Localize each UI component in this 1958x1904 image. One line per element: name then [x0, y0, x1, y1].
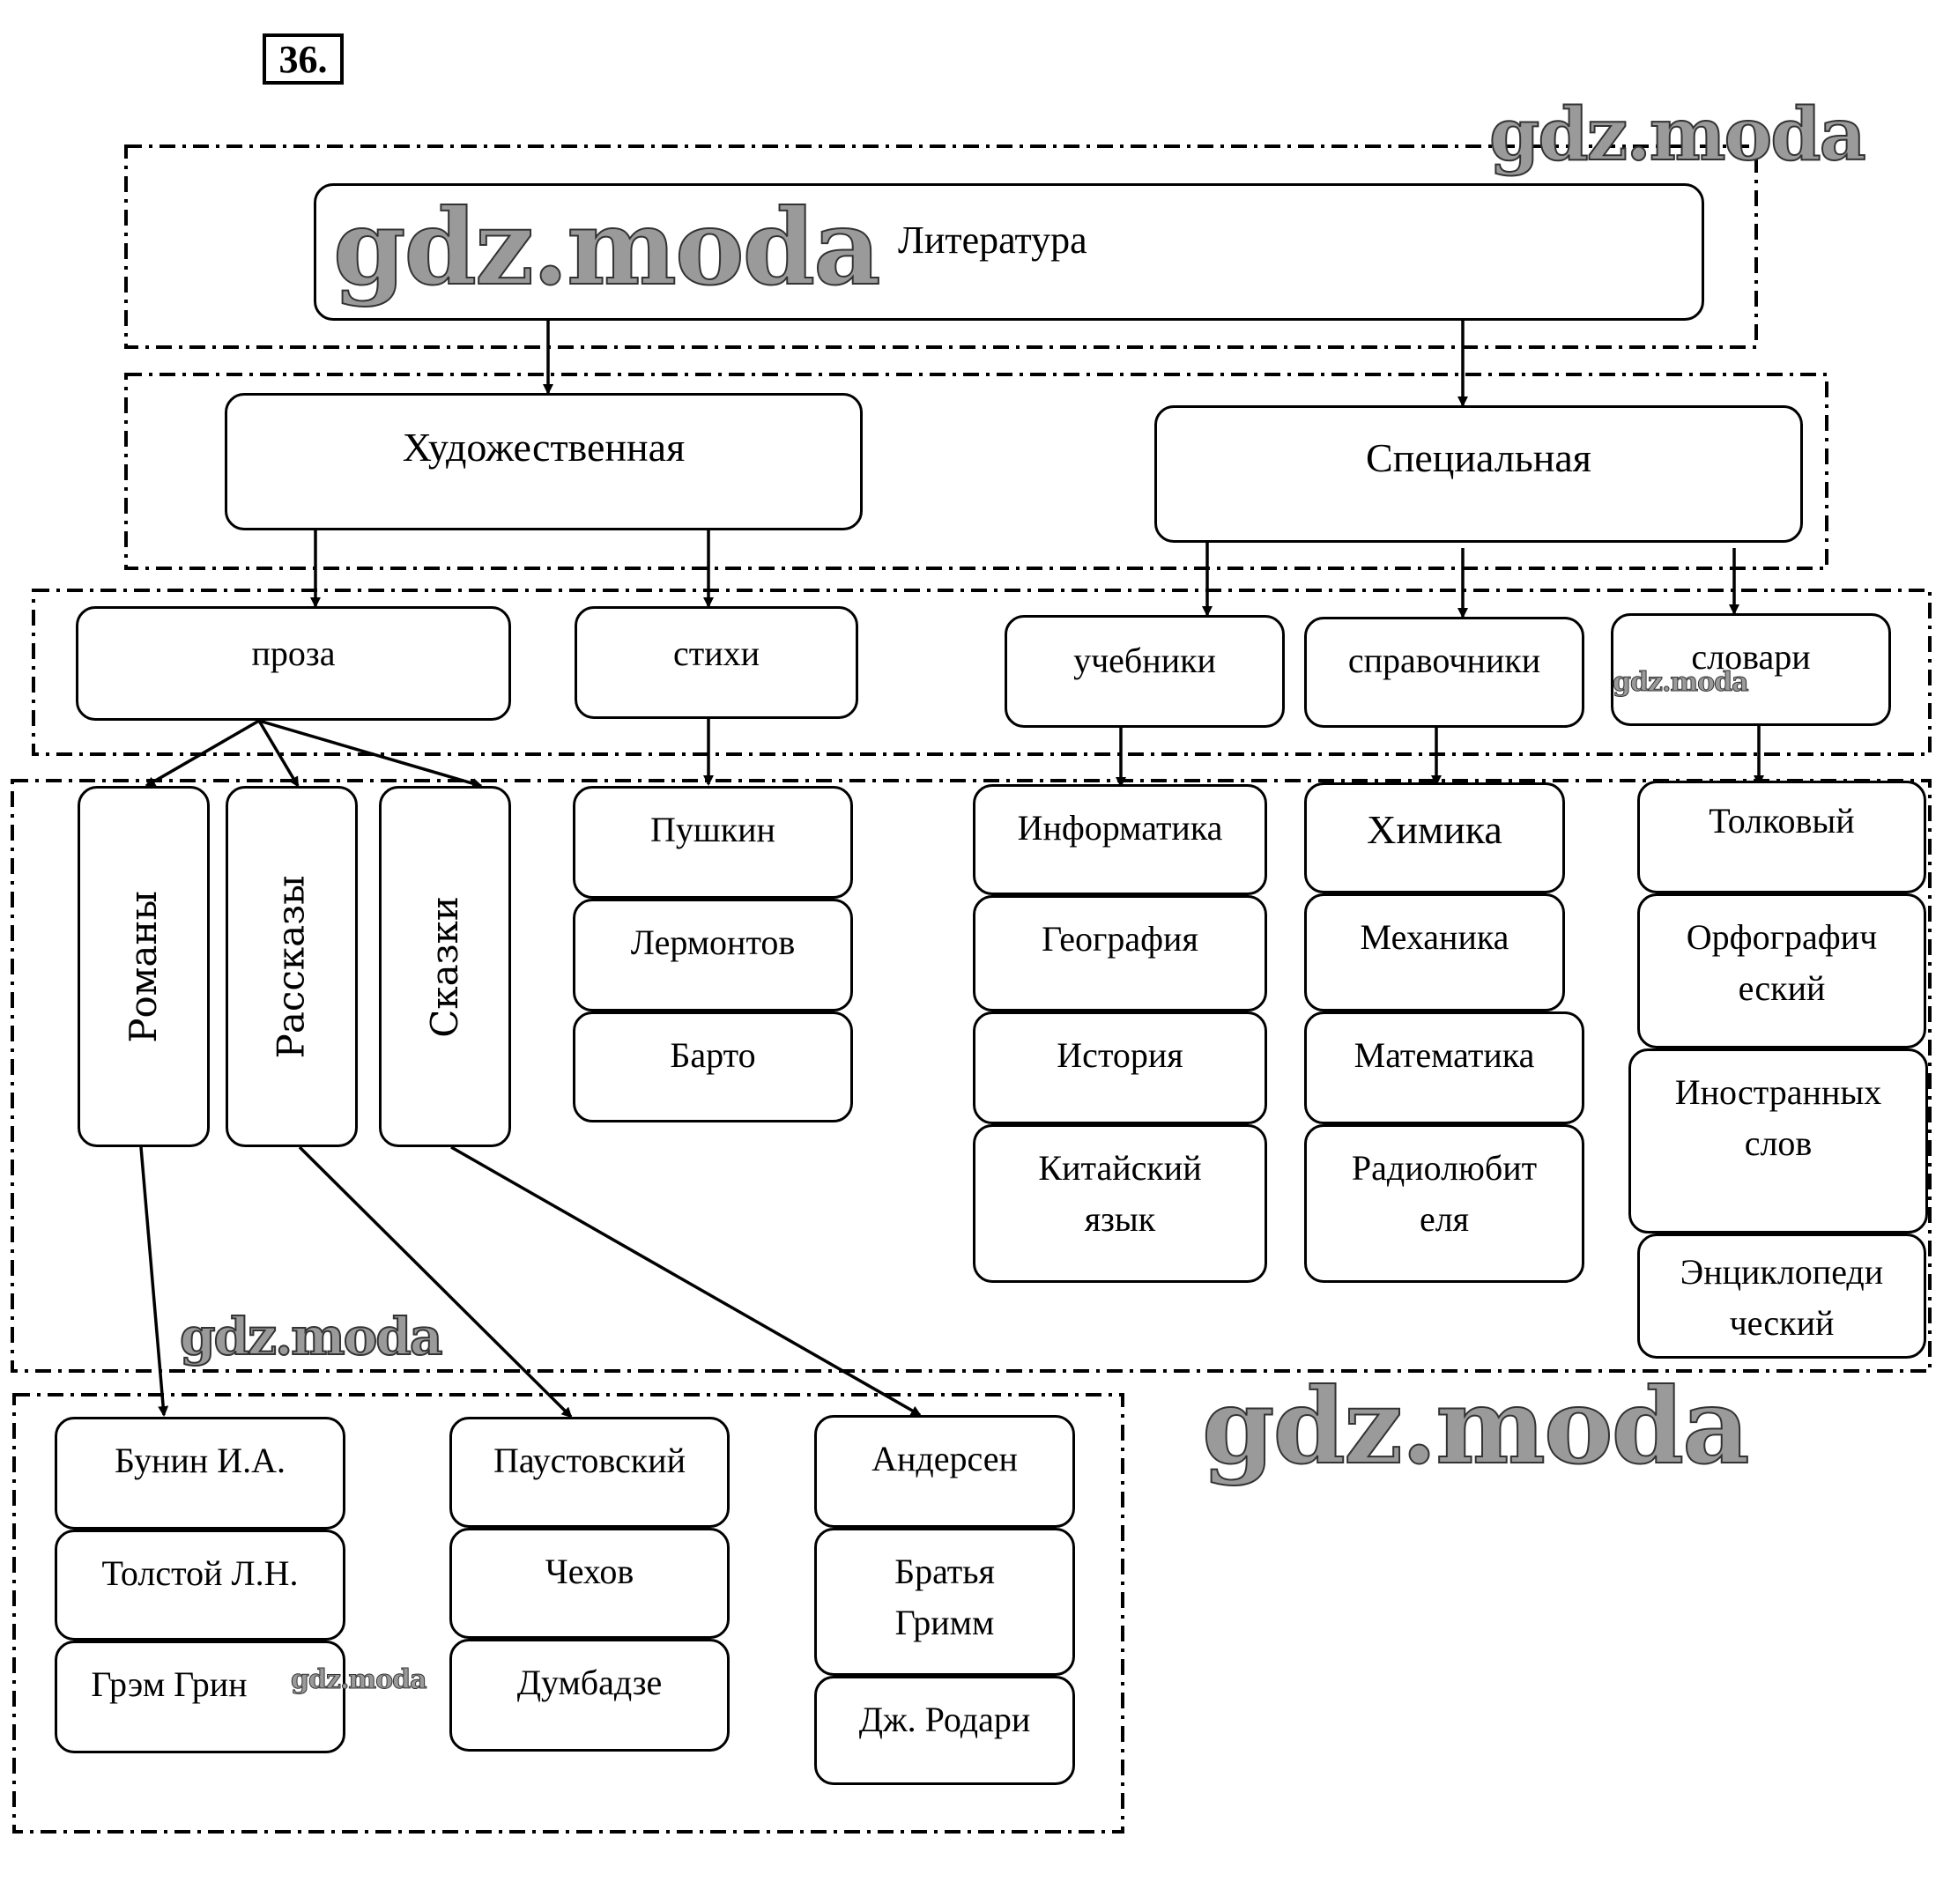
- list-item-novel-author: Бунин И.А.: [55, 1417, 345, 1530]
- reference-label: Радиолюбит еля: [1351, 1148, 1538, 1239]
- author-label: Думбадзе: [516, 1663, 663, 1702]
- poet-label: Лермонтов: [630, 922, 796, 962]
- list-item-dictionary: Энциклопеди ческий: [1637, 1234, 1926, 1359]
- node-poems-label: стихи: [672, 633, 760, 673]
- node-poems: стихи: [575, 606, 858, 719]
- author-label: Братья Гримм: [894, 1552, 995, 1642]
- arrow-prose-tales: [258, 719, 483, 789]
- list-item-novel-author: Толстой Л.Н.: [55, 1530, 345, 1641]
- list-item-reference: Механика: [1304, 893, 1565, 1011]
- list-item-story-author: Паустовский: [449, 1417, 730, 1528]
- dictionary-label: Орфографич еский: [1686, 917, 1878, 1008]
- reference-label: Химика: [1367, 807, 1502, 852]
- author-label: Дж. Родари: [858, 1700, 1031, 1739]
- node-textbooks-label: учебники: [1073, 641, 1216, 680]
- author-label: Паустовский: [493, 1441, 686, 1480]
- node-fiction: Художественная: [225, 393, 863, 530]
- author-label: Бунин И.А.: [115, 1441, 286, 1480]
- watermark: gdz.moda: [1488, 93, 1867, 177]
- reference-label: Математика: [1354, 1035, 1535, 1075]
- list-item-story-author: Чехов: [449, 1528, 730, 1639]
- watermark: gdz.moda: [291, 1664, 428, 1695]
- node-reference-label: справочники: [1347, 641, 1541, 680]
- node-stories: Рассказы: [226, 786, 358, 1147]
- author-label: Толстой Л.Н.: [101, 1553, 299, 1593]
- list-item-poet: Пушкин: [573, 786, 853, 899]
- node-prose-label: проза: [251, 633, 336, 673]
- list-item-tale-author: Братья Гримм: [814, 1528, 1075, 1676]
- list-item-textbook: Информатика: [973, 784, 1267, 895]
- node-dictionaries-label: словари: [1691, 637, 1811, 677]
- poet-label: Барто: [670, 1035, 756, 1075]
- list-item-poet: Барто: [573, 1011, 853, 1122]
- node-reference: справочники: [1304, 617, 1584, 728]
- list-item-textbook: История: [973, 1011, 1267, 1124]
- arrow-stories-authors: [298, 1145, 573, 1419]
- textbook-label: История: [1057, 1035, 1183, 1075]
- node-literature-label: Литература: [898, 219, 1087, 262]
- list-item-tale-author: Андерсен: [814, 1415, 1075, 1528]
- arrow-novels-authors: [139, 1146, 169, 1417]
- list-item-reference: Математика: [1304, 1011, 1584, 1124]
- reference-label: Механика: [1360, 917, 1509, 957]
- list-item-story-author: Думбадзе: [449, 1639, 730, 1752]
- watermark: gdz.moda: [179, 1307, 443, 1367]
- node-tales: Сказки: [379, 786, 511, 1147]
- list-item-textbook: Китайский язык: [973, 1124, 1267, 1283]
- list-item-dictionary: Орфографич еский: [1637, 893, 1926, 1048]
- node-fiction-label: Художественная: [402, 425, 686, 470]
- list-item-reference: Радиолюбит еля: [1304, 1124, 1584, 1283]
- node-novels: Романы: [78, 786, 210, 1147]
- list-item-dictionary: Толковый: [1637, 781, 1926, 893]
- textbook-label: География: [1042, 919, 1198, 959]
- arrow-prose-novels: [145, 719, 260, 788]
- author-label: Чехов: [545, 1552, 634, 1591]
- list-item-dictionary: Иностранных слов: [1628, 1048, 1928, 1234]
- list-item-textbook: География: [973, 895, 1267, 1011]
- node-dictionaries: словари: [1611, 613, 1891, 726]
- arrow-tales-authors: [450, 1145, 922, 1417]
- textbook-label: Китайский язык: [1038, 1148, 1202, 1239]
- dictionary-label: Толковый: [1709, 801, 1855, 841]
- poet-label: Пушкин: [650, 810, 775, 849]
- watermark: gdz.moda: [1613, 667, 1750, 698]
- node-novels-label: Романы: [121, 890, 165, 1043]
- watermark: gdz.moda: [332, 186, 882, 308]
- dictionary-label: Энциклопеди ческий: [1680, 1252, 1884, 1343]
- node-textbooks: учебники: [1005, 615, 1285, 728]
- list-item-reference: Химика: [1304, 782, 1565, 893]
- author-label: Андерсен: [871, 1439, 1018, 1478]
- author-label: Грэм Грин: [91, 1664, 248, 1704]
- node-prose: проза: [76, 606, 511, 721]
- dictionary-label: Иностранных слов: [1674, 1072, 1882, 1163]
- list-item-tale-author: Дж. Родари: [814, 1676, 1075, 1785]
- task-number: 36.: [263, 33, 344, 85]
- node-special: Специальная: [1154, 405, 1803, 543]
- node-stories-label: Рассказы: [269, 875, 313, 1058]
- list-item-poet: Лермонтов: [573, 899, 853, 1011]
- textbook-label: Информатика: [1017, 808, 1223, 848]
- node-special-label: Специальная: [1366, 435, 1591, 480]
- list-item-novel-author: Грэм Грин: [55, 1641, 345, 1753]
- node-literature: Литература: [314, 183, 1704, 321]
- arrow-prose-stories: [257, 720, 300, 788]
- watermark: gdz.moda: [1201, 1365, 1751, 1487]
- node-tales-label: Сказки: [422, 895, 466, 1038]
